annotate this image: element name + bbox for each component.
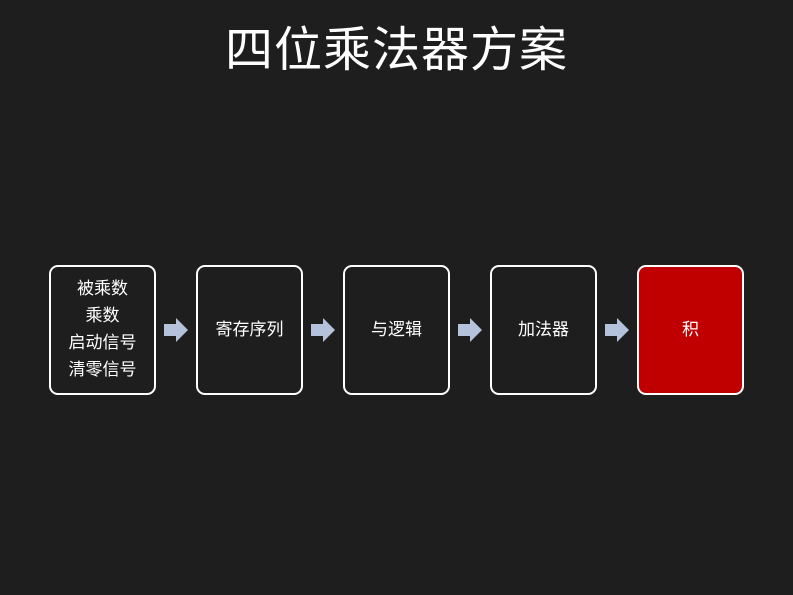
input-label-multiplicand: 被乘数 [77,279,128,299]
register-sequence-box: 寄存序列 [196,265,303,395]
input-label-start-signal: 启动信号 [68,333,137,353]
adder-label: 加法器 [518,319,569,340]
arrow-right-icon [450,265,490,395]
arrow-right-icon [303,265,343,395]
inputs-box: 被乘数 乘数 启动信号 清零信号 [49,265,156,395]
and-logic-label: 与逻辑 [371,319,422,340]
input-label-multiplier: 乘数 [85,306,120,326]
arrow-right-icon [156,265,196,395]
flow-diagram: 被乘数 乘数 启动信号 清零信号 寄存序列 与逻辑 加法器 积 [49,265,744,395]
and-logic-box: 与逻辑 [343,265,450,395]
page-title: 四位乘法器方案 [224,22,568,78]
arrow-right-icon [597,265,637,395]
input-label-clear-signal: 清零信号 [68,360,137,380]
product-output-box: 积 [637,265,744,395]
product-label: 积 [682,319,699,340]
adder-box: 加法器 [490,265,597,395]
register-sequence-label: 寄存序列 [215,319,284,340]
